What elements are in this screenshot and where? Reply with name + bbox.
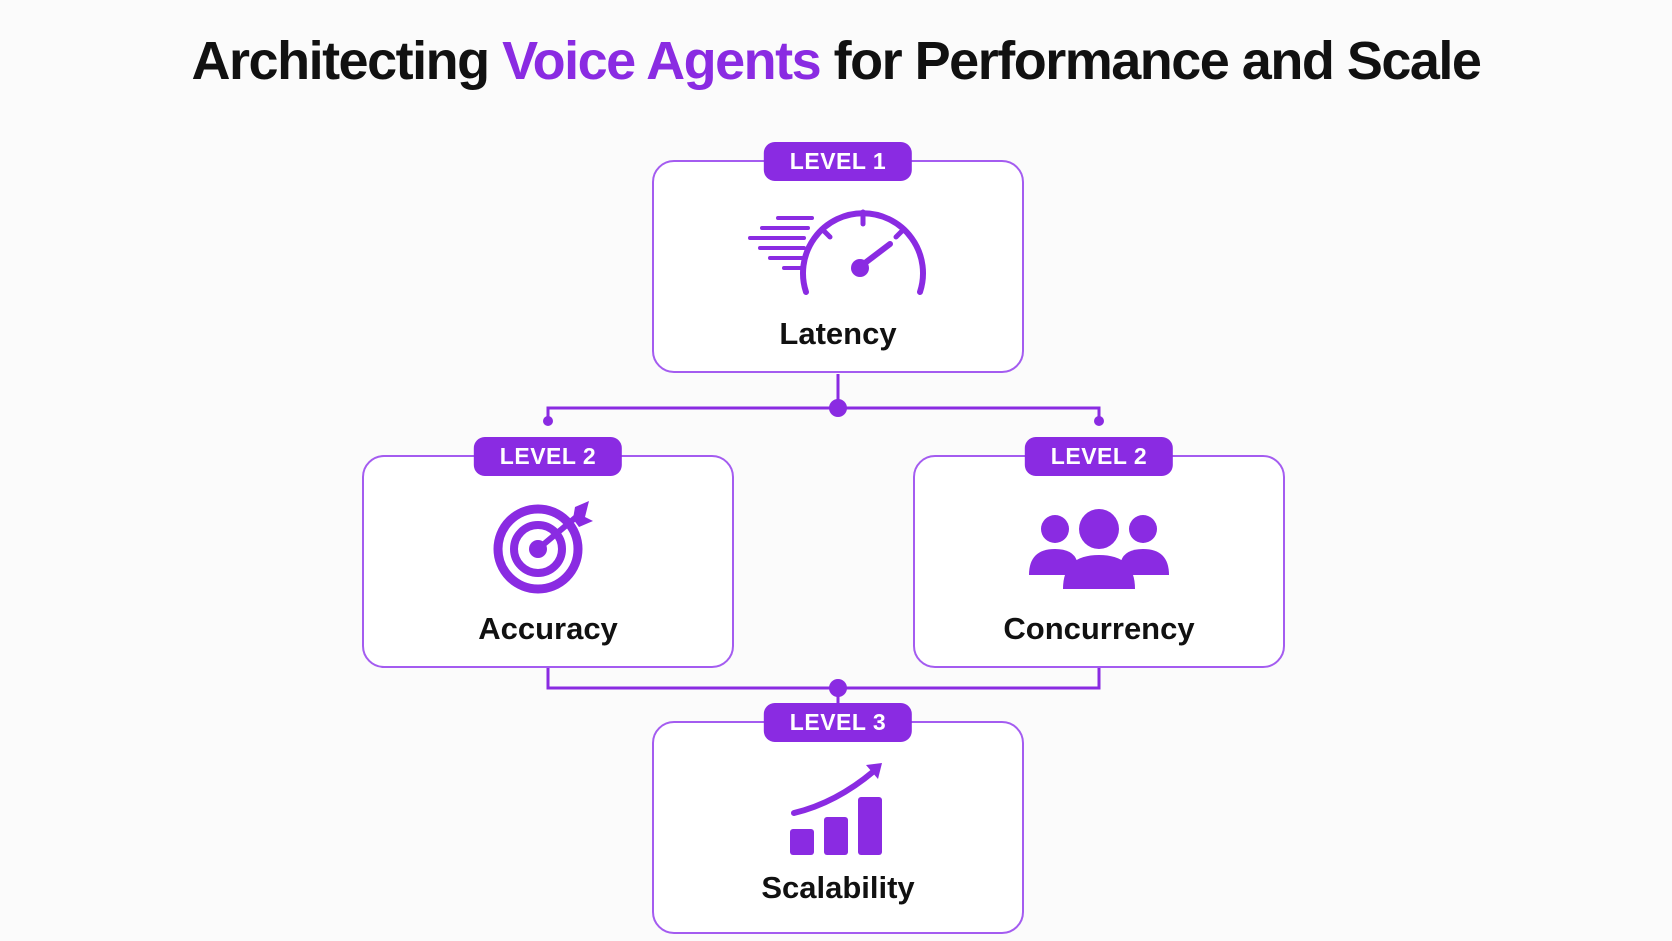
junction-dot-left	[543, 416, 553, 426]
title-highlight: Voice Agents	[502, 31, 822, 91]
node-label: Accuracy	[478, 611, 618, 646]
card-accuracy: LEVEL 2 Accuracy	[362, 437, 734, 668]
node-label: Scalability	[761, 870, 915, 905]
title-suffix: for Performance and Scale	[820, 31, 1482, 91]
target-icon	[493, 501, 593, 594]
card-latency: LEVEL 1 Latency	[652, 142, 1024, 373]
node-label: Latency	[779, 316, 897, 351]
junction-dot-bottom	[829, 679, 847, 697]
level-badge: LEVEL 1	[763, 142, 913, 181]
speedometer-icon	[748, 209, 926, 295]
junction-dot-top	[829, 399, 847, 417]
connector-level1-to-level2	[546, 374, 1101, 420]
connector-level2-to-level3	[546, 668, 1101, 707]
card-scalability: LEVEL 3 Scalability	[652, 703, 1024, 934]
junction-dot-right	[1094, 416, 1104, 426]
users-group-icon	[1029, 509, 1169, 589]
node-label: Concurrency	[1003, 611, 1195, 646]
page-title: Architecting Voice Agents for Performanc…	[0, 30, 1672, 92]
level-badge: LEVEL 3	[763, 703, 913, 742]
level-badge: LEVEL 2	[473, 437, 623, 476]
growth-chart-icon	[790, 763, 882, 855]
level-badge: LEVEL 2	[1024, 437, 1174, 476]
card-concurrency: LEVEL 2 Concurrency	[913, 437, 1285, 668]
title-prefix: Architecting	[191, 31, 503, 91]
